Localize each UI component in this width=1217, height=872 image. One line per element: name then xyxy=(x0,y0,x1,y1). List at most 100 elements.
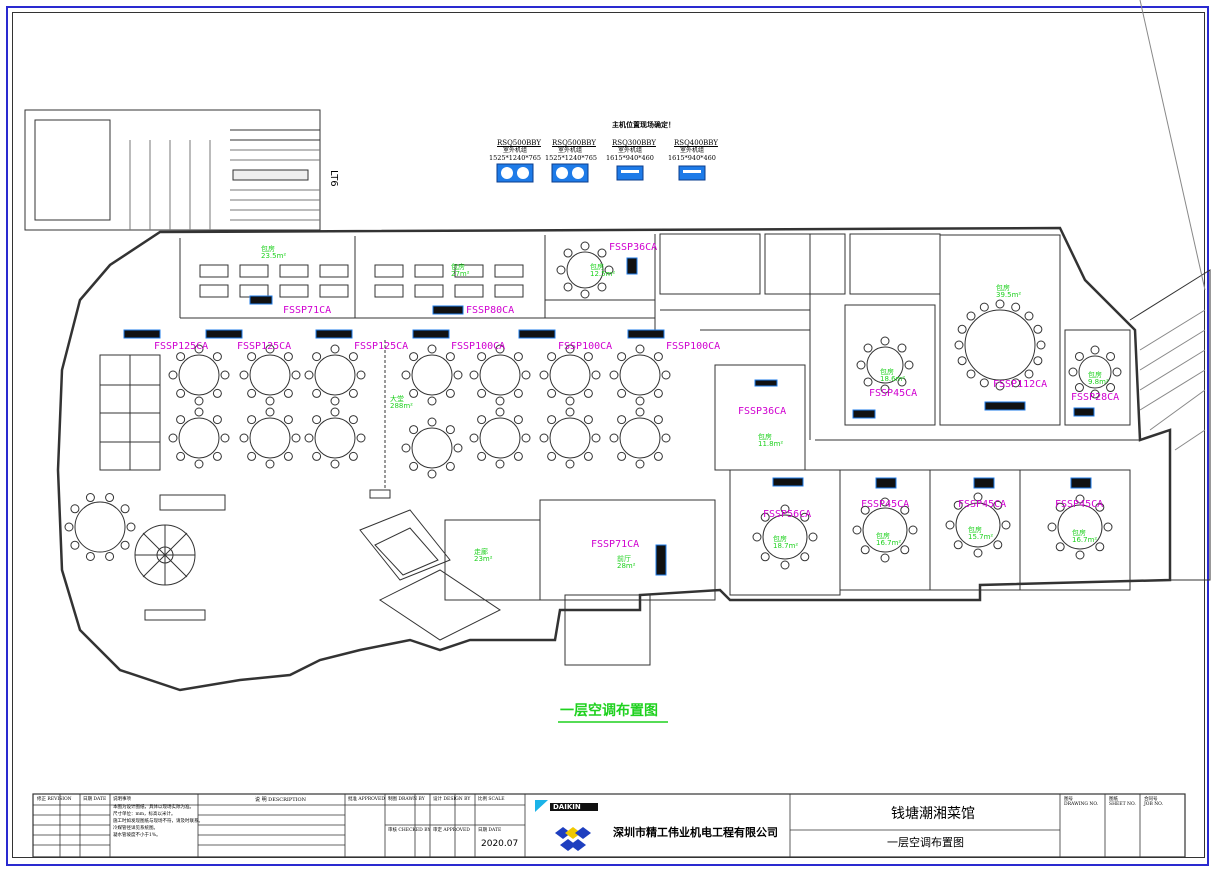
chair xyxy=(860,505,870,515)
chair xyxy=(330,344,340,354)
chair xyxy=(330,396,340,406)
chair xyxy=(513,451,523,461)
dining-table xyxy=(249,354,291,396)
chair xyxy=(409,352,419,362)
chair xyxy=(291,370,301,380)
chair xyxy=(954,340,964,350)
chair xyxy=(356,370,366,380)
unit-model-2: RSQ500BBY xyxy=(552,139,596,147)
chair xyxy=(957,324,967,334)
iu-tag-10: FSSP45CA xyxy=(869,388,918,399)
chair xyxy=(445,461,455,471)
tb-design-by: 设计 DESIGN BY xyxy=(433,797,471,802)
indoor-unit xyxy=(984,401,1026,411)
chair xyxy=(176,415,186,425)
chair xyxy=(283,451,293,461)
chair xyxy=(445,425,455,435)
chair xyxy=(427,469,437,479)
iu-tag-15: FSSP45CA xyxy=(861,499,910,510)
chair xyxy=(979,302,989,312)
chair xyxy=(953,500,963,510)
chair xyxy=(1095,502,1105,512)
chair xyxy=(966,369,976,379)
chair xyxy=(247,388,257,398)
chair xyxy=(401,370,411,380)
tb-date-value: 2020.07 xyxy=(481,839,519,849)
chair xyxy=(1011,378,1021,388)
chair xyxy=(477,415,487,425)
dining-table xyxy=(1057,504,1103,550)
chair xyxy=(661,433,671,443)
booth-table xyxy=(319,264,349,278)
chair xyxy=(176,352,186,362)
chair xyxy=(212,451,222,461)
chair xyxy=(653,415,663,425)
chair xyxy=(583,415,593,425)
chair xyxy=(1055,542,1065,552)
chair xyxy=(752,532,762,542)
chair xyxy=(880,553,890,563)
chair xyxy=(304,370,314,380)
chair xyxy=(105,551,115,561)
room-label: 包房 39.5m² xyxy=(996,284,1022,299)
unit-sub-3: 室外机组 xyxy=(618,147,643,154)
dining-table xyxy=(619,354,661,396)
chair xyxy=(1075,550,1085,560)
room-label: 包房 18.7m² xyxy=(773,535,799,550)
booth-table xyxy=(414,284,444,298)
chair xyxy=(945,520,955,530)
iu-tag-2: FSSP80CA xyxy=(466,305,515,316)
chair xyxy=(521,433,531,443)
iu-tag-1: FSSP71CA xyxy=(283,305,332,316)
chair xyxy=(312,451,322,461)
booth-table xyxy=(319,284,349,298)
indoor-unit xyxy=(432,305,464,315)
sheet-frame xyxy=(6,6,1209,866)
indoor-unit xyxy=(852,409,876,419)
room-label: 包房 11.8m² xyxy=(758,433,784,448)
chair xyxy=(800,552,810,562)
indoor-unit xyxy=(655,544,667,576)
iu-tag-3: FSSP36CA xyxy=(609,242,658,253)
chair xyxy=(661,370,671,380)
booth-table xyxy=(199,264,229,278)
drawing-title: 一层空调布置图 xyxy=(560,703,658,719)
chair xyxy=(1047,522,1057,532)
chair xyxy=(1074,351,1084,361)
chair xyxy=(312,415,322,425)
dining-table xyxy=(762,514,808,560)
dining-table xyxy=(411,427,453,469)
chair xyxy=(247,415,257,425)
tb-note: 凝水管坡度不小于1%。 xyxy=(113,833,161,838)
tb-note: 尺寸单位：mm，标高以米计。 xyxy=(113,812,176,817)
iu-tag-9: FSSP100CA xyxy=(666,341,721,352)
chair xyxy=(800,512,810,522)
dining-table xyxy=(314,417,356,459)
chair xyxy=(609,370,619,380)
tb-drawing-no: 图号 DRAWING NO. xyxy=(1064,797,1099,807)
chair xyxy=(973,492,983,502)
chair xyxy=(780,560,790,570)
chair xyxy=(856,360,866,370)
chair xyxy=(880,336,890,346)
chair xyxy=(1106,383,1116,393)
tb-revision: 修正 REVISION xyxy=(37,797,72,802)
dining-table xyxy=(866,346,904,384)
room-label: 大堂 288m² xyxy=(390,395,413,410)
chair xyxy=(126,522,136,532)
stair-label: LT6 xyxy=(328,170,339,187)
chair xyxy=(477,451,487,461)
indoor-unit xyxy=(1073,407,1095,417)
chair xyxy=(265,396,275,406)
chair xyxy=(597,282,607,292)
chair xyxy=(1011,302,1021,312)
chair xyxy=(1024,311,1034,321)
chair xyxy=(427,344,437,354)
iu-tag-8: FSSP100CA xyxy=(558,341,613,352)
chair xyxy=(348,352,358,362)
chair xyxy=(176,388,186,398)
booth-table xyxy=(239,264,269,278)
chair xyxy=(760,512,770,522)
indoor-unit xyxy=(123,329,161,339)
